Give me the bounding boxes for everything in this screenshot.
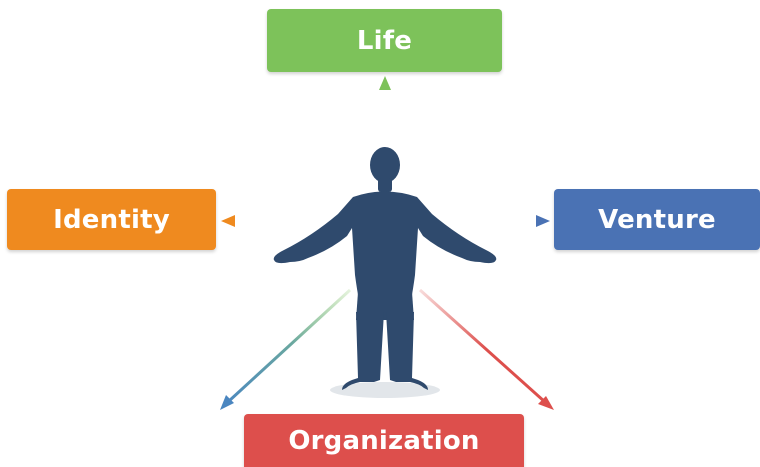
arrow-diagonal-right — [418, 288, 554, 410]
arrow-to-venture — [435, 215, 550, 227]
node-identity: Identity — [7, 189, 216, 250]
node-life-label: Life — [356, 25, 413, 56]
node-organization: Organization — [244, 414, 524, 467]
arrow-to-identity — [221, 215, 335, 227]
node-life: Life — [267, 9, 502, 72]
arrow-to-life — [379, 76, 391, 145]
node-organization-label: Organization — [288, 425, 480, 456]
node-identity-label: Identity — [53, 204, 170, 235]
arrow-diagonal-left — [220, 288, 352, 410]
node-venture: Venture — [554, 189, 760, 250]
node-venture-label: Venture — [598, 204, 716, 235]
